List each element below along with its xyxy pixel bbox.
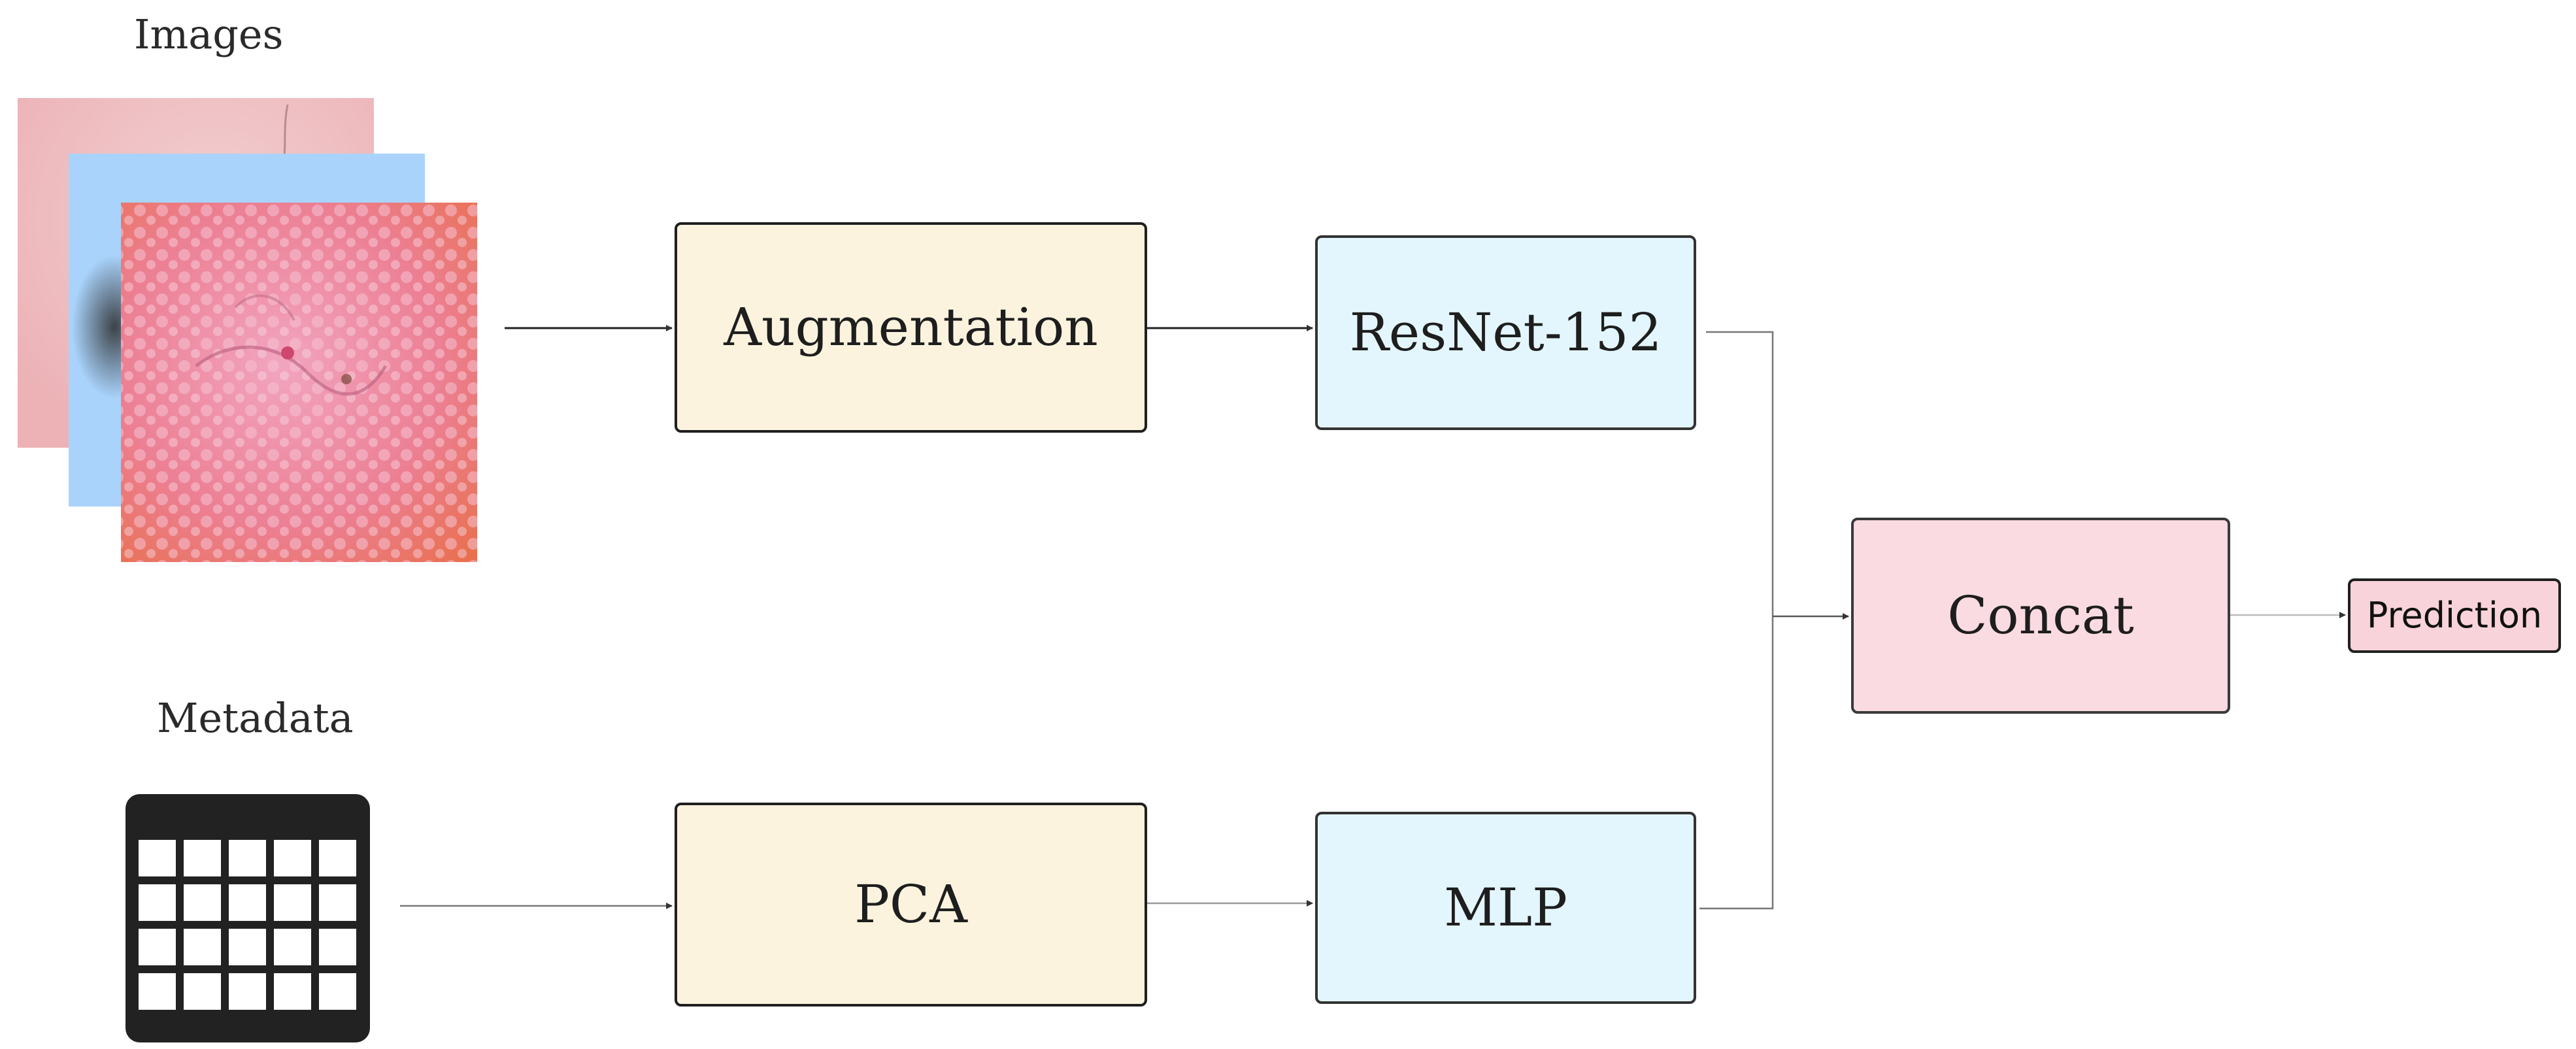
resnet-box: ResNet-152 xyxy=(1315,235,1696,430)
table-grid-icon xyxy=(125,794,370,1042)
table-cell xyxy=(274,840,311,876)
metadata-label: Metadata xyxy=(157,694,354,742)
images-label: Images xyxy=(134,10,284,58)
table-cell xyxy=(139,929,176,965)
table-cell xyxy=(229,884,266,921)
mlp-box: MLP xyxy=(1315,812,1696,1004)
table-cell xyxy=(184,840,221,876)
table-cell xyxy=(184,884,221,921)
table-cell xyxy=(139,840,176,876)
edge-mlp-concat xyxy=(1699,616,1774,910)
table-cell xyxy=(319,929,356,965)
table-cell xyxy=(319,884,356,921)
table-cell xyxy=(274,973,311,1010)
table-cell xyxy=(184,973,221,1010)
augmentation-box: Augmentation xyxy=(675,222,1147,433)
table-cell xyxy=(319,840,356,876)
table-cell xyxy=(319,973,356,1010)
stacked-images-icon xyxy=(18,98,477,562)
pca-box: PCA xyxy=(675,803,1147,1007)
table-cell xyxy=(274,884,311,921)
table-cell xyxy=(229,840,266,876)
edge-resnet-concat xyxy=(1706,331,1774,616)
table-cell xyxy=(139,884,176,921)
table-cell xyxy=(184,929,221,965)
concat-box: Concat xyxy=(1851,518,2230,714)
table-cell xyxy=(274,929,311,965)
table-cell xyxy=(229,973,266,1010)
prediction-box: Prediction xyxy=(2348,578,2561,653)
table-cell xyxy=(229,929,266,965)
table-cell xyxy=(139,973,176,1010)
